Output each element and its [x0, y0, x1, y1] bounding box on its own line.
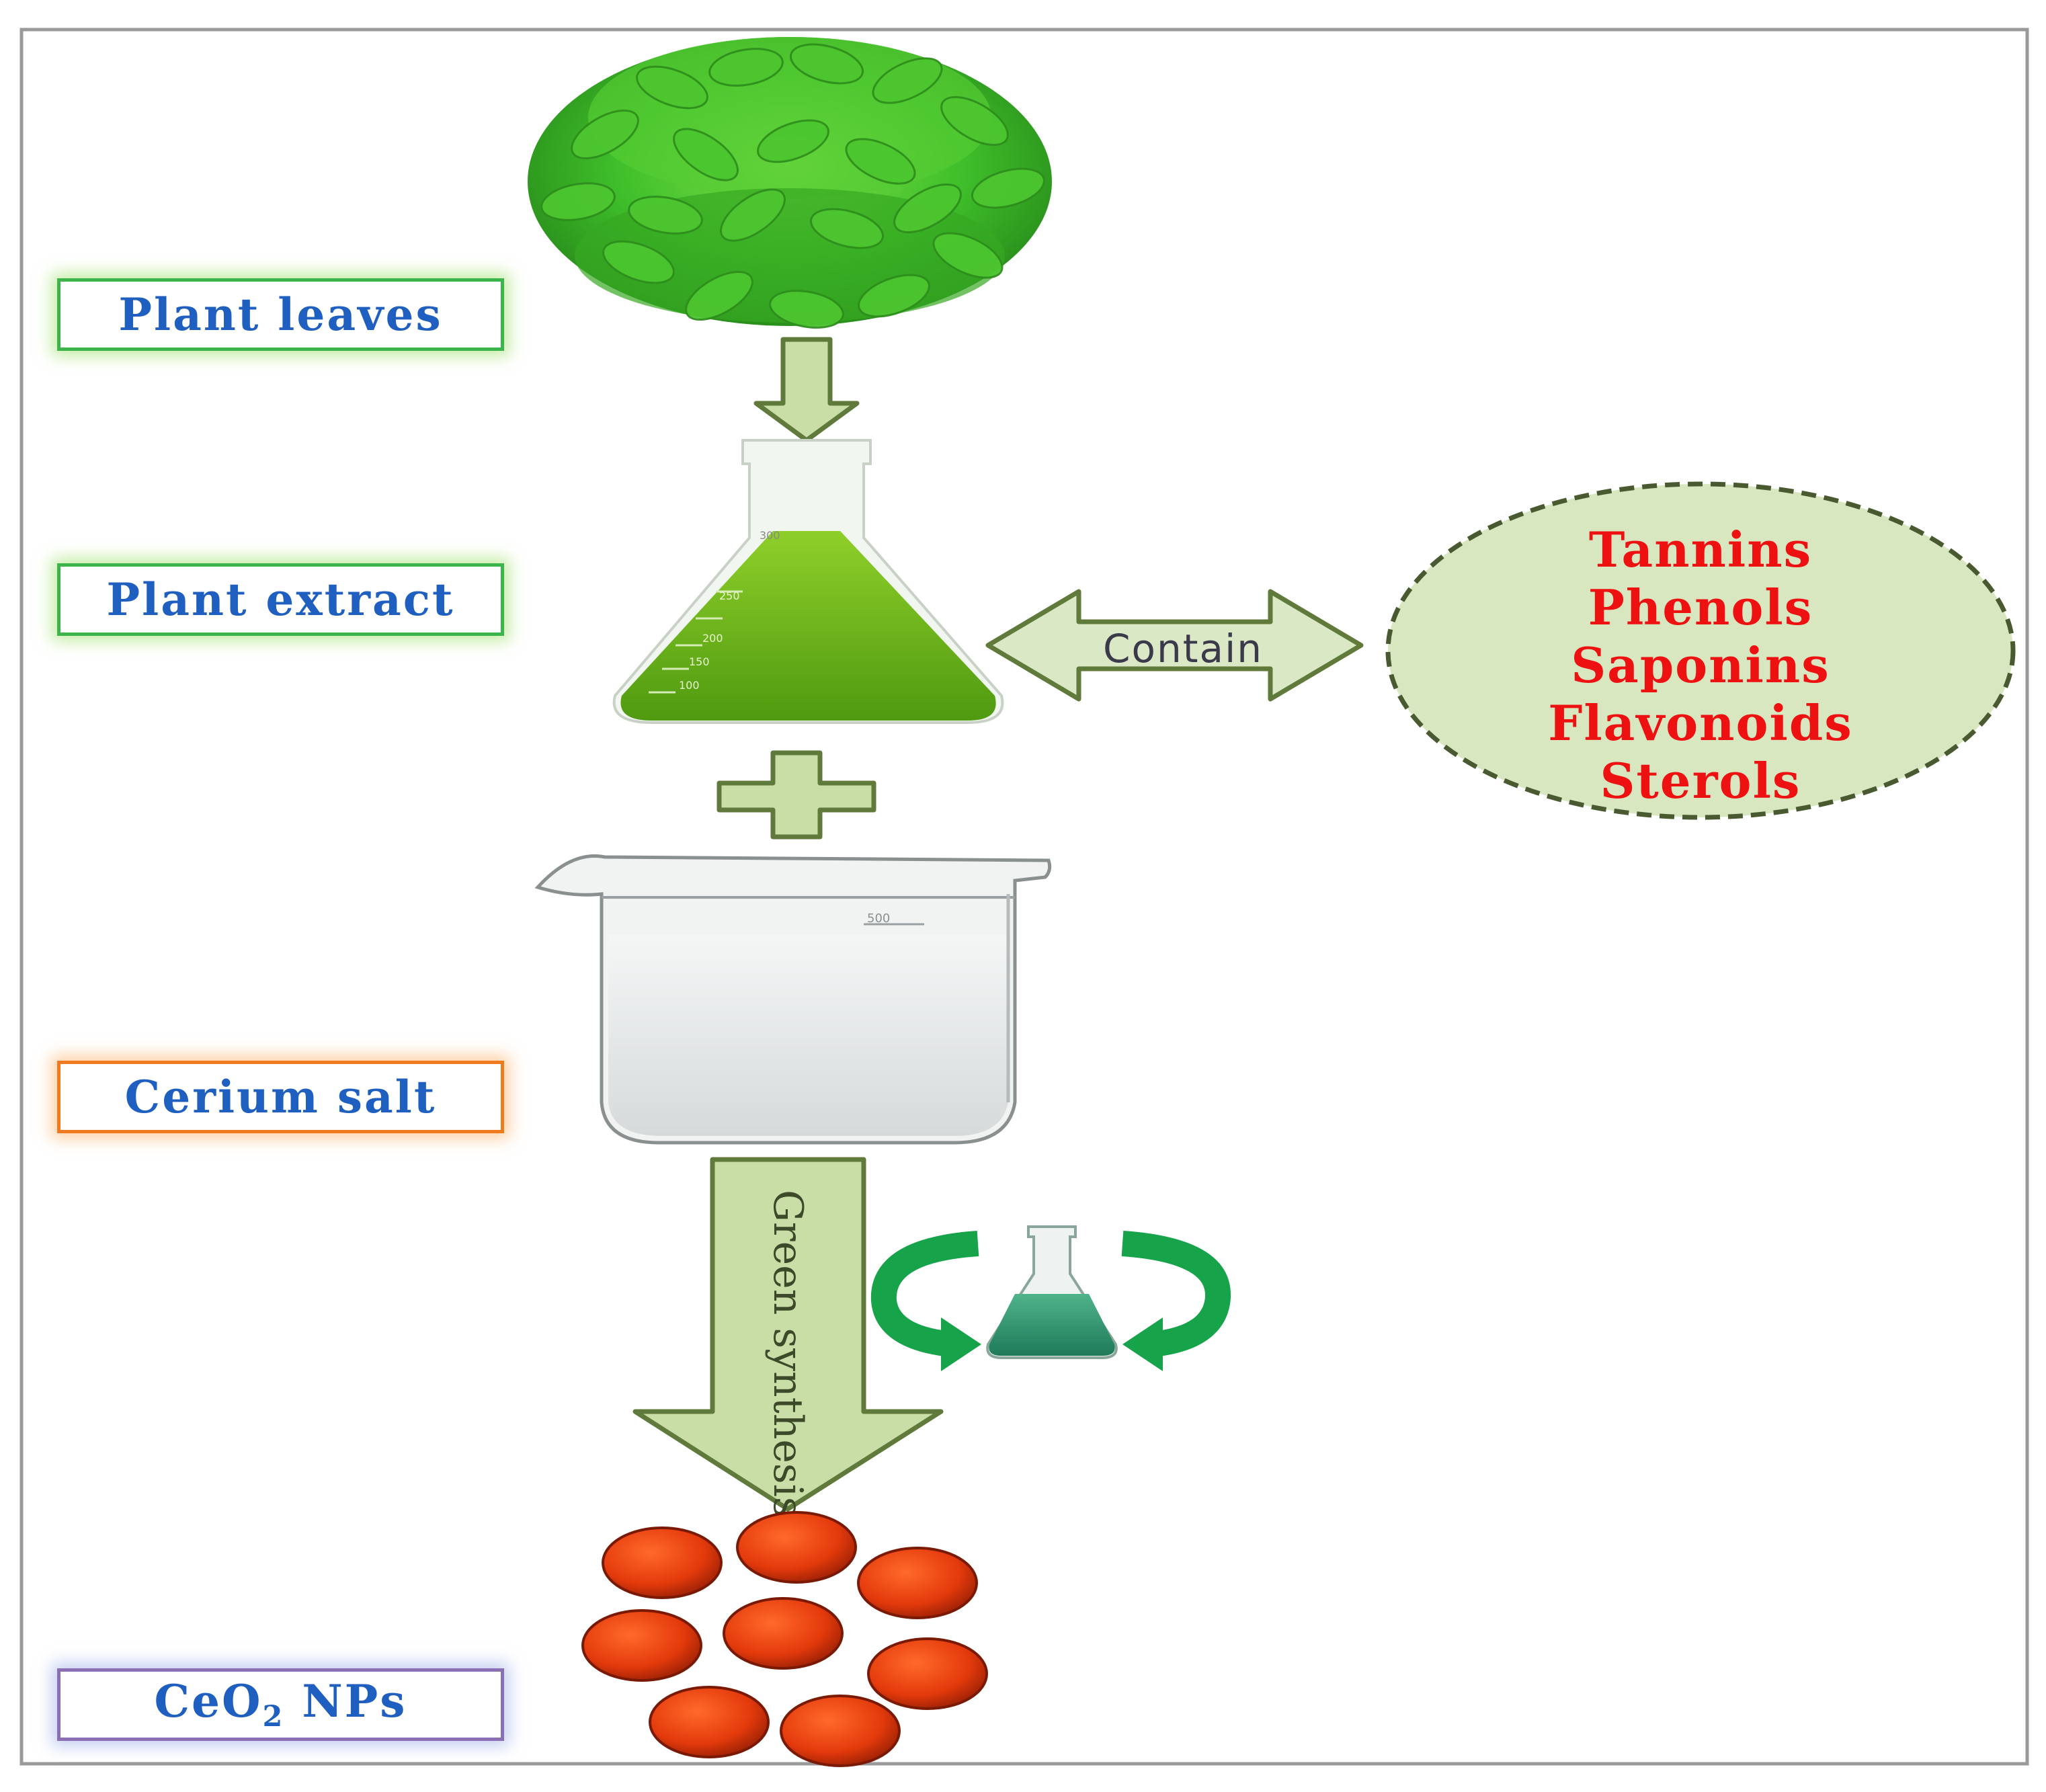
compound-sterols: Sterols	[1600, 752, 1801, 809]
compound-saponins: Saponins	[1571, 637, 1830, 694]
reaction-cycle-icon	[870, 1225, 1231, 1371]
green-synthesis-arrow	[632, 1157, 944, 1512]
compound-flavonoids: Flavonoids	[1548, 694, 1853, 751]
nanoparticle	[602, 1526, 723, 1599]
label-plant-leaves-text: Plant leaves	[118, 288, 443, 341]
arrow-down-to-extract	[753, 337, 860, 443]
nanoparticle	[867, 1637, 988, 1710]
label-ceo2-nps-text: CeO2 NPs	[155, 1675, 407, 1734]
label-cerium-salt-text: Cerium salt	[124, 1071, 437, 1123]
compound-phenols: Phenols	[1588, 579, 1813, 636]
nanoparticle	[780, 1695, 901, 1767]
cerium-salt-beaker-illustration	[534, 854, 1052, 1145]
beaker-scale-500: 500	[867, 911, 890, 926]
label-plant-leaves: Plant leaves	[57, 278, 504, 351]
label-plant-extract: Plant extract	[57, 563, 504, 636]
compound-tannins: Tannins	[1588, 521, 1813, 578]
ceo2-formula-subscript: 2	[262, 1700, 285, 1734]
nanoparticle	[736, 1511, 857, 1584]
plus-sign	[717, 750, 876, 840]
nanoparticle	[857, 1547, 978, 1619]
green-synthesis-label: Green synthesis	[764, 1190, 811, 1518]
label-ceo2-nps: CeO2 NPs	[57, 1668, 504, 1741]
nanoparticle	[723, 1597, 844, 1670]
label-plant-extract-text: Plant extract	[106, 573, 455, 626]
flask-scale-200: 200	[702, 632, 723, 645]
contain-label: Contain	[1103, 626, 1263, 671]
ceo2-formula-suffix: NPs	[284, 1675, 407, 1728]
flask-scale-250: 250	[719, 589, 740, 602]
compounds-ellipse	[1385, 481, 2016, 820]
contain-double-arrow	[985, 589, 1364, 702]
outer-frame	[19, 28, 2029, 1766]
extract-flask-illustration	[612, 439, 1004, 724]
label-cerium-salt: Cerium salt	[57, 1061, 504, 1133]
plant-leaves-illustration	[528, 37, 1052, 329]
nanoparticle	[581, 1609, 702, 1682]
nanoparticle	[649, 1686, 770, 1758]
flask-scale-300: 300	[760, 529, 780, 542]
flask-scale-100: 100	[679, 679, 700, 692]
ceo2-formula-main: CeO	[154, 1675, 263, 1728]
flask-scale-150: 150	[689, 655, 710, 668]
compounds-list: Tannins Phenols Saponins Flavonoids Ster…	[1391, 501, 2010, 830]
ceo2-nanoparticles	[581, 1511, 988, 1767]
